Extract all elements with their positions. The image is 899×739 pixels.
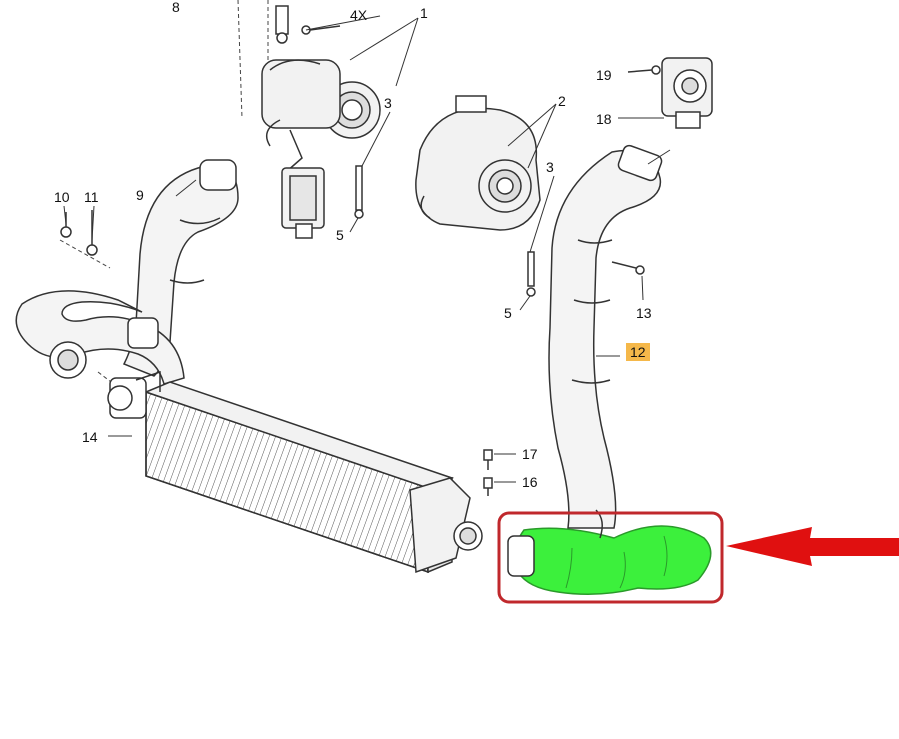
throttle-body (627, 57, 713, 129)
label-part-4x: 4X (350, 7, 368, 23)
highlight-box (497, 511, 724, 604)
label-part-10: 10 (54, 189, 70, 205)
label-part-11: 11 (84, 189, 99, 205)
label-part-5a: 5 (336, 227, 344, 243)
turbocharger-2 (415, 95, 541, 231)
hose-14-inlet (15, 290, 185, 385)
label-part-18: 18 (596, 111, 612, 127)
highlighted-hose (507, 509, 712, 595)
label-part-9: 9 (136, 187, 144, 203)
bolts-10-11 (60, 210, 98, 256)
label-part-16: 16 (522, 474, 538, 490)
bolts-16-17 (483, 449, 493, 496)
bolt-13 (611, 261, 645, 275)
label-part-17: 17 (522, 446, 538, 462)
label-part-3a: 3 (384, 95, 392, 111)
leader-lines (63, 15, 671, 483)
label-part-13: 13 (636, 305, 652, 321)
bolts-turbo-2 (526, 251, 536, 297)
label-part-19: 19 (596, 67, 612, 83)
label-part-2: 2 (558, 93, 566, 109)
label-part-14: 14 (82, 429, 98, 445)
label-part-3b: 3 (546, 159, 554, 175)
label-part-1: 1 (420, 5, 428, 21)
hose-12 (548, 144, 663, 529)
label-part-8: 8 (172, 0, 180, 15)
bolts-turbo-1 (301, 25, 364, 219)
label-part-12: 12 (626, 343, 650, 361)
label-part-5b: 5 (504, 305, 512, 321)
turbocharger-1 (261, 5, 381, 239)
intercooler (107, 370, 483, 574)
left-arrow-icon (726, 527, 899, 566)
